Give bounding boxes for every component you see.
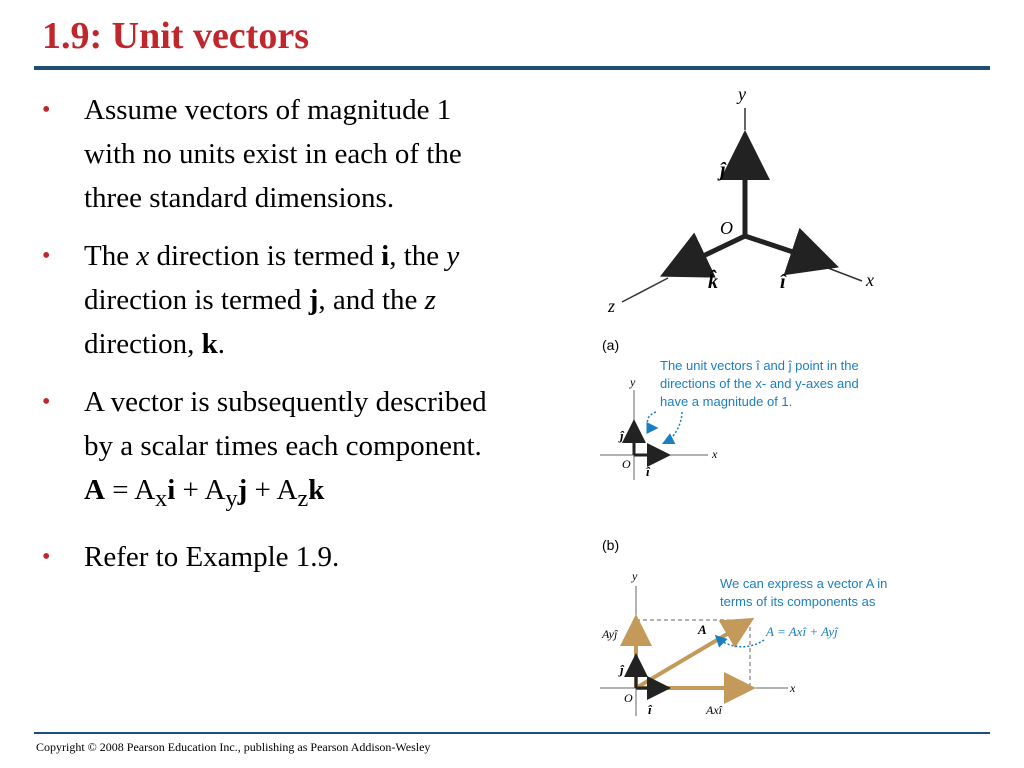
y-axis-label: y [736,84,746,104]
i-hat-label: î [780,271,787,293]
bullet-dot-icon: • [42,243,51,269]
panel-a-origin-label: O [622,457,631,471]
panel-b-ay-j-label: Ayĵ [601,627,618,641]
panel-b-origin-label: O [624,691,633,705]
panel-a-label: (a) [602,337,619,353]
panel-a-figure: (a) The unit vectors î and ĵ point in th… [600,337,859,480]
bullet-text: Refer to Example 1.9. [84,540,340,573]
bullet-item: • The x direction is termed i, the y dir… [42,234,492,366]
title-divider [34,66,990,70]
slide-title: 1.9: Unit vectors [42,15,309,57]
j-hat-label: ĵ [717,159,727,181]
origin-label: O [720,218,733,238]
copyright-footer: Copyright © 2008 Pearson Education Inc.,… [36,740,431,754]
vector-equation: A = Axi + Ayj + Azk [84,474,325,512]
panel-a-caption-line3: have a magnitude of 1. [660,394,792,409]
panel-b-x-label: x [789,681,796,695]
k-hat-label: k̂ [708,268,718,293]
i-hat-arrow [744,227,839,276]
panel-b-equation: A = Axî + Ayĵ [765,624,839,639]
panel-a-caption-line2: directions of the x- and y-axes and [660,376,859,391]
panel-b-figure: (b) We can express a vector A in terms o… [600,537,887,717]
unit-vectors-3d-figure: y x z O ĵ î k̂ [607,84,874,316]
panel-a-x-label: x [711,447,718,461]
footer-divider [34,732,990,734]
bullet-item: • Refer to Example 1.9. [42,535,492,579]
k-hat-arrow [659,232,747,278]
panel-b-j-hat-label: ĵ [618,662,625,677]
panel-a-j-hat-label: ĵ [618,428,625,443]
panel-b-caption-line2: terms of its components as [720,594,876,609]
z-axis-label: z [607,296,615,316]
panel-b-caption-line1: We can express a vector A in [720,576,887,591]
bullet-dot-icon: • [42,543,51,570]
panel-a-y-label: y [629,375,636,389]
bullet-dot-icon: • [42,389,51,415]
bullet-text: The x direction is termed i, the y direc… [84,240,460,360]
bullet-item: • A vector is subsequently described by … [42,380,492,521]
panel-b-vector-label: A [697,622,707,637]
x-axis-label: x [865,270,874,290]
panel-b-ax-i-label: Axî [705,703,723,717]
bullet-item: • Assume vectors of magnitude 1 with no … [42,88,492,220]
bullet-list: • Assume vectors of magnitude 1 with no … [42,88,492,593]
panel-b-label: (b) [602,537,619,553]
bullet-dot-icon: • [42,97,51,123]
bullet-text: Assume vectors of magnitude 1 with no un… [84,94,462,214]
panel-b-y-label: y [631,569,638,583]
panel-a-caption-line1: The unit vectors î and ĵ point in the [660,358,859,373]
panel-b-i-hat-label: î [648,702,653,717]
bullet-text: A vector is subsequently described by a … [84,386,487,462]
panel-a-i-hat-label: î [646,464,651,479]
